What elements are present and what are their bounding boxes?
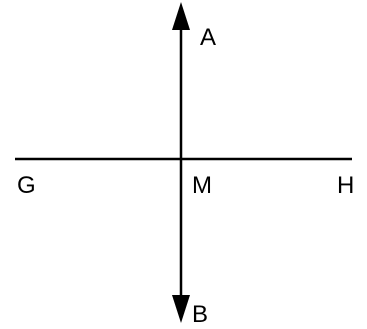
label-h: H <box>337 172 354 199</box>
arrowhead-up-icon <box>172 2 190 30</box>
arrowhead-down-icon <box>172 295 190 323</box>
label-b: B <box>192 301 208 328</box>
label-m: M <box>192 172 212 199</box>
label-g: G <box>17 172 36 199</box>
label-a: A <box>200 24 216 51</box>
